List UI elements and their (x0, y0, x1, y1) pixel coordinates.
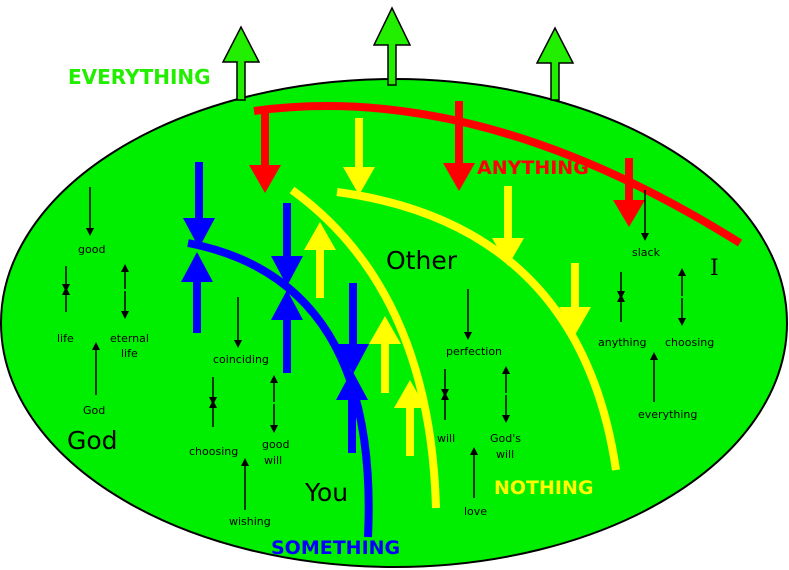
term-life: life (57, 332, 74, 345)
nothing-arc-outer (336, 188, 620, 471)
nothing-up-arrow-3-icon (394, 380, 426, 456)
nothing-down-arrow-2-icon (492, 186, 524, 266)
nothing-up-arrow-1-icon (304, 222, 336, 298)
term-anything-small: anything (598, 336, 647, 349)
term-choosing-left: choosing (189, 445, 238, 458)
region-you: You (304, 478, 348, 507)
small-arrows (62, 187, 686, 510)
nothing-up-arrow-2-icon (369, 316, 401, 393)
heading-something: SOMETHING (271, 537, 400, 559)
term-eternal-line1: eternal (110, 332, 149, 345)
term-wishing: wishing (229, 515, 271, 528)
something-down-arrow-1-icon (183, 162, 215, 248)
anything-arrow-1-icon (249, 111, 281, 193)
something-arc (187, 239, 373, 538)
everything-up-arrows (221, 6, 575, 101)
term-perfection: perfection (446, 345, 502, 358)
something-arc-group (181, 162, 373, 538)
heading-anything: ANYTHING (477, 157, 589, 179)
term-gods-will-line2: will (496, 448, 514, 461)
heading-everything: EVERYTHING (68, 65, 211, 89)
anything-arrow-3-icon (613, 158, 645, 227)
nothing-down-arrow-1-icon (343, 118, 375, 195)
anything-arc (253, 102, 743, 247)
term-gods-will-line1: God's (490, 432, 521, 445)
term-eternal-line2: life (121, 347, 138, 360)
term-good-will-line2: will (264, 454, 282, 467)
something-down-arrow-2-icon (271, 203, 303, 286)
term-coinciding: coinciding (213, 353, 269, 366)
green-field (0, 78, 788, 568)
nothing-arc-group (289, 118, 620, 509)
something-up-arrow-3-icon (336, 370, 368, 453)
region-god: God (67, 426, 118, 455)
everything-arrow-middle-icon (372, 6, 412, 86)
nothing-arc-inner (289, 186, 440, 509)
something-down-arrow-3-icon (337, 283, 369, 374)
term-god-small: God (83, 404, 105, 417)
term-good-will-line1: good (262, 438, 289, 451)
term-everything-small: everything (638, 408, 697, 421)
anything-arc-group (249, 101, 743, 247)
region-i: I (710, 256, 719, 281)
anything-arrow-2-icon (443, 101, 475, 191)
nothing-down-arrow-3-icon (559, 263, 591, 335)
everything-arrow-right-icon (535, 26, 575, 101)
term-love: love (464, 505, 487, 518)
region-other: Other (386, 246, 458, 275)
something-up-arrow-2-icon (271, 290, 303, 373)
term-slack: slack (632, 246, 661, 259)
term-choosing-right: choosing (665, 336, 714, 349)
something-up-arrow-1-icon (181, 252, 213, 333)
everything-arrow-left-icon (221, 25, 261, 101)
term-good: good (78, 243, 105, 256)
heading-nothing: NOTHING (494, 477, 593, 499)
term-will: will (437, 432, 455, 445)
